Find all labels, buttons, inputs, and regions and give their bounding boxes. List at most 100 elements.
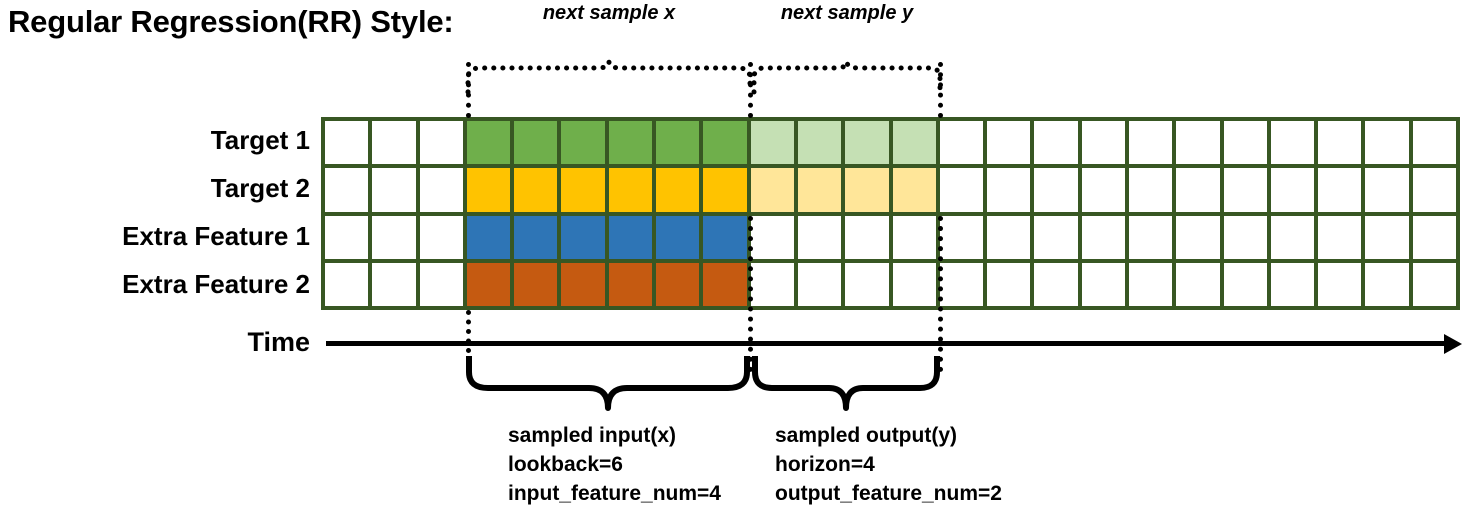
grid-cell-empty bbox=[1318, 168, 1362, 212]
grid-cell-input bbox=[703, 121, 747, 165]
grid-cell-empty bbox=[1365, 168, 1409, 212]
grid-cell-empty bbox=[325, 168, 369, 212]
brace-sampled-input bbox=[466, 356, 750, 412]
grid-cell-empty bbox=[1034, 168, 1078, 212]
grid-cell-empty bbox=[419, 215, 463, 259]
grid-cell-empty bbox=[1176, 121, 1220, 165]
grid-cell-empty bbox=[939, 168, 984, 212]
grid-cell-input bbox=[656, 262, 700, 306]
grid-cell-empty bbox=[1034, 262, 1078, 306]
grid-cell-empty bbox=[1365, 121, 1409, 165]
grid-cell-empty bbox=[1034, 121, 1078, 165]
row-label-extra-feature-2: Extra Feature 2 bbox=[122, 269, 310, 299]
grid-cell-empty bbox=[892, 262, 936, 306]
grid-cell-empty bbox=[1176, 215, 1220, 259]
caption-output-title: sampled output(y) bbox=[775, 424, 957, 447]
grid-cell-empty bbox=[1365, 215, 1409, 259]
row-label-column: Target 1 Target 2 Extra Feature 1 Extra … bbox=[10, 117, 310, 311]
grid-cell-output bbox=[797, 121, 842, 165]
grid-cell-input bbox=[656, 215, 700, 259]
grid-cell-output bbox=[750, 168, 794, 212]
time-axis-line bbox=[326, 341, 1451, 346]
grid-cell-empty bbox=[1270, 121, 1315, 165]
grid-cell-empty bbox=[419, 262, 463, 306]
grid-cell-empty bbox=[1223, 168, 1267, 212]
grid-cell-empty bbox=[1412, 168, 1456, 212]
grid-cell-input bbox=[561, 262, 605, 306]
grid-cell-empty bbox=[797, 262, 842, 306]
grid-cell-empty bbox=[372, 215, 416, 259]
grid-cell-input bbox=[514, 215, 558, 259]
grid-cell-empty bbox=[1081, 215, 1125, 259]
grid-cell-empty bbox=[1270, 168, 1315, 212]
grid-cell-input bbox=[466, 168, 511, 212]
grid-cell-input bbox=[561, 168, 605, 212]
grid-cell-input bbox=[561, 121, 605, 165]
grid-cell-input bbox=[466, 262, 511, 306]
guide-input-start-lower bbox=[466, 310, 471, 372]
grid-cell-empty bbox=[797, 215, 842, 259]
grid-cell-empty bbox=[372, 121, 416, 165]
grid-cell-empty bbox=[1318, 121, 1362, 165]
grid-cell-empty bbox=[987, 121, 1031, 165]
grid-cell-empty bbox=[1176, 262, 1220, 306]
grid-cell-empty bbox=[372, 168, 416, 212]
grid-cell-input bbox=[466, 215, 511, 259]
grid-cell-input bbox=[703, 215, 747, 259]
brace-label-next-sample-y: next sample y bbox=[780, 2, 914, 24]
grid-cell-input bbox=[656, 121, 700, 165]
grid-cell-input bbox=[703, 168, 747, 212]
caption-sampled-input: sampled input(x) lookback=6 input_featur… bbox=[508, 422, 721, 509]
grid-cell-empty bbox=[1176, 168, 1220, 212]
grid-cell-empty bbox=[987, 262, 1031, 306]
caption-input-feature-num: input_feature_num=4 bbox=[508, 481, 721, 505]
row-label-target-2: Target 2 bbox=[210, 173, 310, 203]
grid-cell-input bbox=[608, 215, 653, 259]
caption-sampled-output: sampled output(y) horizon=4 output_featu… bbox=[775, 422, 1002, 509]
timeline-grid bbox=[321, 117, 1460, 310]
grid-cell-input bbox=[608, 262, 653, 306]
grid-cell-empty bbox=[892, 215, 936, 259]
grid-cell-empty bbox=[750, 215, 794, 259]
grid-cell-empty bbox=[1034, 215, 1078, 259]
grid-cell-output bbox=[892, 121, 936, 165]
grid-cell-empty bbox=[1270, 215, 1315, 259]
grid-cell-empty bbox=[987, 168, 1031, 212]
grid-cell-empty bbox=[1223, 215, 1267, 259]
grid-cell-empty bbox=[1128, 168, 1173, 212]
grid-cell-input bbox=[608, 168, 653, 212]
grid-cell-empty bbox=[1223, 121, 1267, 165]
grid-cell-empty bbox=[939, 215, 984, 259]
grid-cell-empty bbox=[939, 121, 984, 165]
grid-cell-empty bbox=[1081, 262, 1125, 306]
grid-cell-empty bbox=[1081, 168, 1125, 212]
guide-output-end-mid bbox=[938, 216, 943, 372]
grid-cell-empty bbox=[419, 168, 463, 212]
grid-cell-empty bbox=[1318, 262, 1362, 306]
caption-input-title: sampled input(x) bbox=[508, 424, 677, 447]
grid-cell-empty bbox=[372, 262, 416, 306]
grid-cell-empty bbox=[987, 215, 1031, 259]
grid-cell-input bbox=[514, 262, 558, 306]
grid-cell-input bbox=[514, 168, 558, 212]
grid-cell-empty bbox=[325, 262, 369, 306]
grid-cell-empty bbox=[750, 262, 794, 306]
grid-cell-empty bbox=[1270, 262, 1315, 306]
grid-cell-empty bbox=[1081, 121, 1125, 165]
grid-cell-input bbox=[514, 121, 558, 165]
guide-input-end bbox=[748, 62, 753, 118]
row-label-target-1: Target 1 bbox=[210, 125, 310, 155]
page-title: Regular Regression(RR) Style: bbox=[8, 4, 454, 39]
grid-cell-empty bbox=[1128, 262, 1173, 306]
caption-output-horizon: horizon=4 bbox=[775, 452, 875, 476]
guide-input-end-mid bbox=[748, 216, 753, 372]
row-label-extra-feature-1: Extra Feature 1 bbox=[122, 221, 310, 251]
grid-cell-empty bbox=[1412, 215, 1456, 259]
grid-cell-empty bbox=[1412, 262, 1456, 306]
grid-cell-empty bbox=[1128, 215, 1173, 259]
grid-cell-empty bbox=[845, 215, 889, 259]
grid-cell-empty bbox=[939, 262, 984, 306]
grid-cell-empty bbox=[1365, 262, 1409, 306]
grid-cell-empty bbox=[1128, 121, 1173, 165]
brace-label-next-sample-x: next sample x bbox=[542, 2, 676, 24]
